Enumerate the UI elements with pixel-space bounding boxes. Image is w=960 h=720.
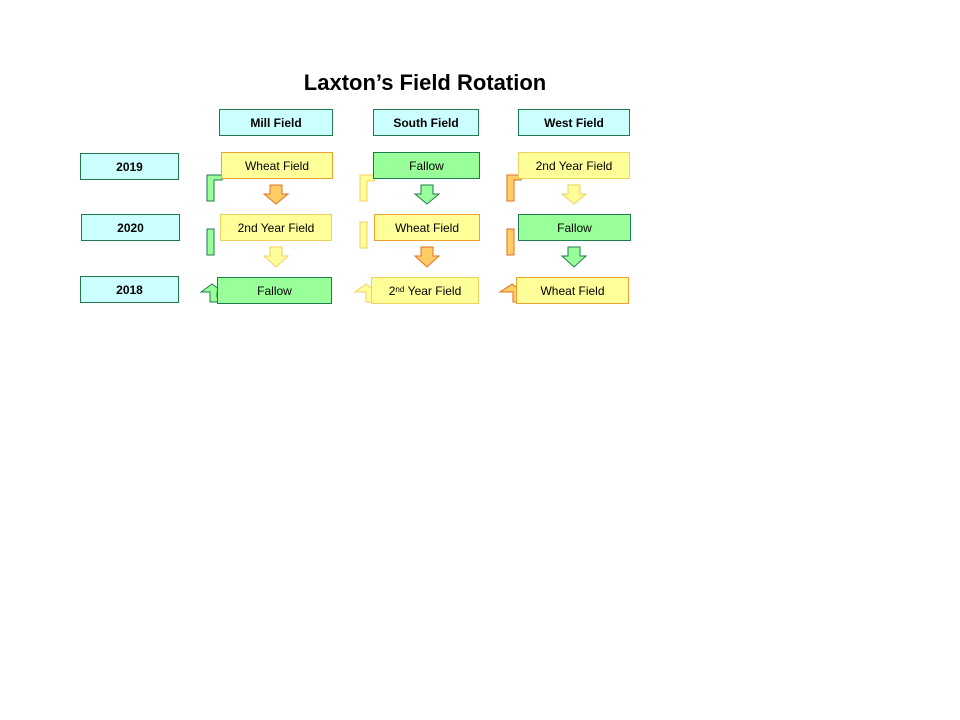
mill-return-arrow-shaft (206, 228, 215, 256)
down-arrow-west-1 (560, 184, 588, 205)
cell-south-2018-label: Year Field (407, 283, 462, 298)
cell-west-2018: Wheat Field (516, 277, 629, 304)
down-arrow-south-2 (413, 246, 441, 268)
down-arrow-mill-1 (262, 184, 290, 205)
year-label-2019: 2019 (80, 153, 179, 180)
column-header-mill-field: Mill Field (219, 109, 333, 136)
cell-south-2018-prefix: 2 (388, 283, 396, 298)
down-arrow-mill-2 (262, 246, 290, 268)
cell-south-2019: Fallow (373, 152, 480, 179)
cell-mill-2020: 2nd Year Field (220, 214, 332, 241)
cell-mill-2019: Wheat Field (221, 152, 333, 179)
down-arrow-west-2 (560, 246, 588, 268)
year-label-2018: 2018 (80, 276, 179, 303)
cell-mill-2018: Fallow (217, 277, 332, 304)
diagram-title: Laxton’s Field Rotation (303, 70, 547, 95)
column-header-west-field: West Field (518, 109, 630, 136)
cell-south-2020: Wheat Field (374, 214, 480, 241)
west-return-arrow-shaft (506, 228, 515, 256)
south-return-arrow-shaft (359, 221, 368, 249)
column-header-south-field: South Field (373, 109, 479, 136)
cell-west-2019: 2nd Year Field (518, 152, 630, 179)
down-arrow-south-1 (413, 184, 441, 205)
year-label-2020: 2020 (81, 214, 180, 241)
cell-west-2020: Fallow (518, 214, 631, 241)
